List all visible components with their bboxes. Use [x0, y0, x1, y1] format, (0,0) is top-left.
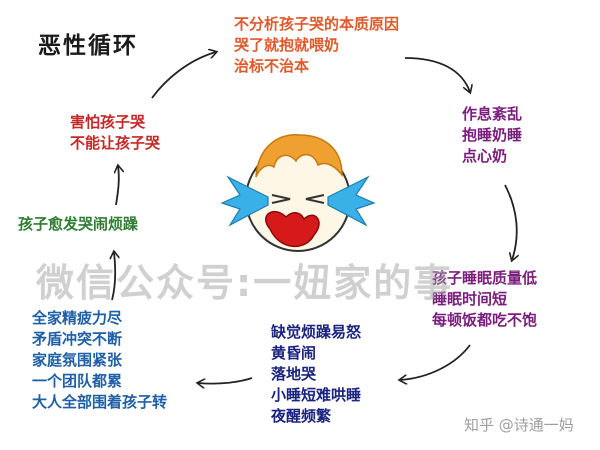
node-left-line-1: 全家精疲力尽	[32, 308, 167, 329]
arrow-mid-to-upper	[116, 166, 119, 205]
node-bottom-line-3: 落地哭	[271, 364, 361, 385]
arrow-right2-to-bottom	[400, 345, 470, 380]
author-credit: 知乎 @诗通一妈	[464, 414, 574, 435]
node-left-line-3: 家庭氛围紧张	[32, 350, 167, 371]
watermark-text: 微信公众号:一妞家的事	[36, 252, 453, 307]
node-right-line-2: 抱睡奶睡	[462, 125, 522, 146]
arrow-upper-to-top	[152, 52, 216, 98]
node-right-line-3: 点心奶	[462, 146, 522, 167]
node-bottom-line-4: 小睡短难哄睡	[271, 385, 361, 406]
node-right-lower-line-3: 每顿饭都吃不饱	[432, 310, 537, 331]
arrow-bottom-to-left	[198, 378, 252, 384]
diagram-title: 恶性循环	[38, 26, 138, 60]
node-top-line-3: 治标不治本	[234, 56, 399, 77]
arrow-right-to-right2	[505, 185, 517, 260]
arrow-top-to-right	[405, 58, 470, 92]
node-right: 作息紊乱 抱睡奶睡 点心奶	[462, 104, 522, 167]
node-bottom-line-5: 夜醒频繁	[271, 406, 361, 427]
node-top: 不分析孩子哭的本质原因 哭了就抱就喂奶 治标不治本	[234, 14, 399, 77]
node-right-line-1: 作息紊乱	[462, 104, 522, 125]
node-left-line-5: 大人全部围着孩子转	[32, 392, 167, 413]
node-bottom-line-2: 黄昏闹	[271, 343, 361, 364]
node-bottom-line-1: 缺觉烦躁易怒	[271, 322, 361, 343]
node-left-line-2: 矛盾冲突不断	[32, 329, 167, 350]
node-left: 全家精疲力尽 矛盾冲突不断 家庭氛围紧张 一个团队都累 大人全部围着孩子转	[32, 308, 167, 413]
node-upper-left-line-2: 不能让孩子哭	[70, 133, 160, 154]
node-bottom: 缺觉烦躁易怒 黄昏闹 落地哭 小睡短难哄睡 夜醒频繁	[271, 322, 361, 427]
node-left-line-4: 一个团队都累	[32, 371, 167, 392]
node-middle-left: 孩子愈发哭闹烦躁	[18, 214, 138, 235]
node-top-line-1: 不分析孩子哭的本质原因	[234, 14, 399, 35]
node-middle-left-line-1: 孩子愈发哭闹烦躁	[18, 214, 138, 235]
node-upper-left-line-1: 害怕孩子哭	[70, 112, 160, 133]
crying-baby-illustration	[218, 125, 378, 265]
node-top-line-2: 哭了就抱就喂奶	[234, 35, 399, 56]
node-upper-left: 害怕孩子哭 不能让孩子哭	[70, 112, 160, 154]
